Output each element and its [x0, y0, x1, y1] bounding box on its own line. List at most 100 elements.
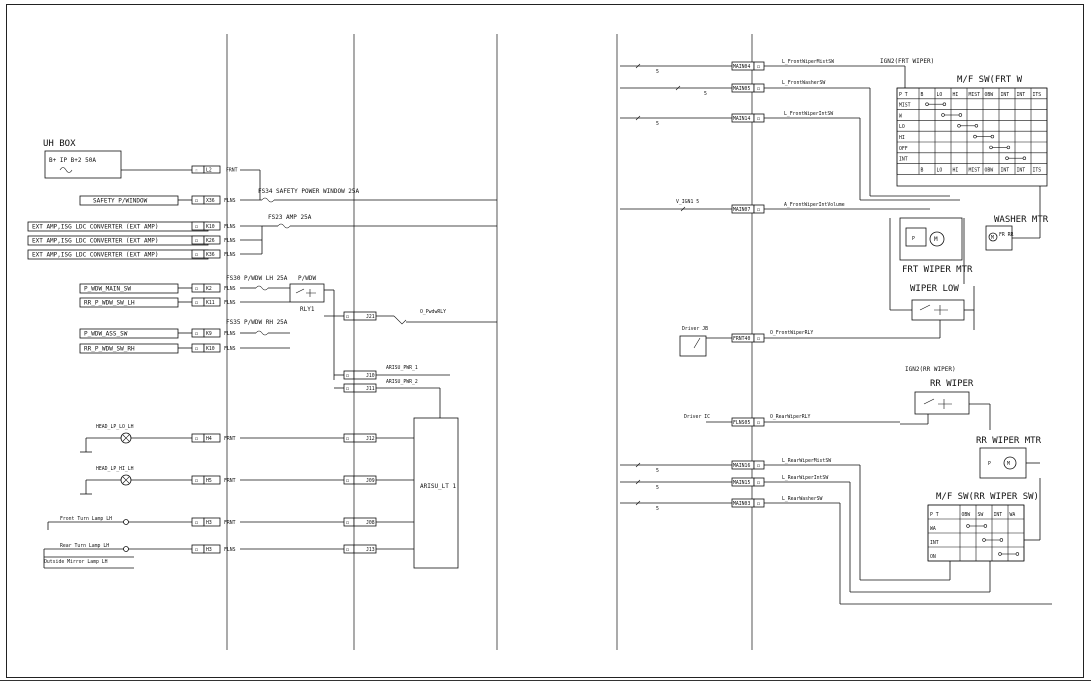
switch-row-label: P_WDW_ASS_SW: [84, 331, 128, 338]
rear-row-num: 5: [656, 485, 659, 491]
svg-text:◻: ◻: [757, 87, 760, 92]
fs30-label: FS30 P/WDW LH 25A: [226, 275, 288, 282]
svg-text:◻: ◻: [195, 301, 198, 306]
arisu-lt-box: [413, 417, 459, 569]
lamp-suffix: FRNT: [224, 520, 236, 526]
switch-row-2: P_WDW_ASS_SW ◻ K9 FLNS: [79, 328, 290, 339]
switch-row-suffix: FLNS: [224, 300, 236, 306]
j21-connector: ◻ J21 O_PwdwRLY: [324, 309, 497, 325]
switch-row-suffix: FLNS: [224, 331, 236, 337]
svg-text:◻: ◻: [757, 208, 760, 213]
flns05-signal: O_RearWiperRLY: [770, 414, 811, 420]
wiper-low-label: WIPER LOW: [910, 284, 959, 294]
table-row-label: MIST: [899, 103, 911, 109]
rr-wiper-label: RR WIPER: [930, 379, 974, 389]
svg-text:◻: ◻: [195, 521, 198, 526]
table-header-cell: INT: [994, 512, 1003, 518]
lamp-connector: H3: [206, 547, 212, 553]
table-header-cell: SW: [978, 512, 984, 518]
table-header-cell: WA: [1010, 512, 1016, 518]
fs23-label: FS23 AMP 25A: [268, 214, 312, 221]
rear-row-signal: L_RearWasherSW: [782, 496, 823, 502]
frt-motor-letter: M: [934, 236, 938, 243]
contact-dot: [1022, 156, 1027, 160]
j10-connector: ◻ J10 ARISU_PWR_1: [334, 365, 450, 380]
contact-dot: [942, 102, 947, 106]
front-row-signal: L_FrontWiperMistSW: [782, 59, 834, 65]
uh-box-group: UH BOX B+ IP B+2 50A ☆ L2 FRNT: [43, 139, 261, 200]
contact-dot: [990, 134, 995, 139]
driver-jb-1-label: Driver JB: [682, 326, 708, 332]
fuse-row-connector: X36: [206, 198, 215, 204]
fs35-label: FS35 P/WDW RH 25A: [226, 319, 288, 326]
switch-row-0: P_WDW_MAIN_SW ◻ K2 FLNS: [79, 283, 290, 294]
rr-wiper-mtr-label: RR WIPER MTR: [976, 436, 1042, 446]
svg-text:◻: ◻: [346, 521, 349, 526]
svg-text:◻: ◻: [195, 287, 198, 292]
svg-text:◻: ◻: [195, 225, 198, 230]
flns05-connector: FLNS05: [733, 420, 750, 426]
l2-pin: L2: [206, 168, 212, 174]
front-row-1: 5 MAIN05 ◻ L_FrontWasherSW: [620, 80, 870, 97]
j21-label: J21: [366, 314, 375, 320]
contact-dot: [941, 113, 945, 117]
j13-label: J13: [366, 547, 375, 553]
svg-text:◻: ◻: [195, 199, 198, 204]
pwdw-label: P/WDW: [298, 275, 316, 282]
table-header-cell: HI: [953, 92, 959, 98]
rr-wiper-relay: [914, 391, 970, 415]
svg-text:◻: ◻: [195, 347, 198, 352]
table-row-label: OFF: [899, 146, 908, 152]
svg-text:◻: ◻: [757, 117, 760, 122]
fuse-row-label: EXT AMP,ISG LDC CONVERTER (EXT AMP): [32, 224, 158, 231]
front-row-signal: L_FrontWasherSW: [782, 80, 825, 86]
j11-connector: ◻ J11 ARISU_PWR_2: [334, 379, 440, 393]
rear-row-num: 5: [656, 506, 659, 512]
mf-frt-title: M/F SW(FRT W: [957, 75, 1023, 85]
fuse-row-suffix: FLNS: [224, 224, 236, 230]
switch-row-connector: K11: [206, 300, 215, 306]
ign2-rr-label: IGN2(RR WIPER): [905, 366, 956, 373]
table-header-cell: LO: [937, 92, 943, 98]
contact-dot: [958, 113, 963, 117]
lamp-label: HEAD_LP_LO_LH: [96, 424, 134, 430]
drawing-frame: [6, 4, 1084, 678]
bottom-rule: [0, 680, 1091, 681]
contact-dot: [1006, 145, 1011, 150]
switch-row-suffix: FLNS: [224, 286, 236, 292]
contact-dot: [983, 524, 988, 528]
svg-text:◻: ◻: [195, 437, 198, 442]
fuse-row-1: EXT AMP,ISG LDC CONVERTER (EXT AMP) ◻ K1…: [27, 221, 262, 232]
fuse-row-connector: K26: [206, 238, 215, 244]
svg-text:◻: ◻: [757, 421, 760, 426]
svg-text:◻: ◻: [757, 65, 760, 70]
rear-row-2: 5 MAIN03 ◻ L_RearWasherSW: [620, 496, 840, 512]
driver-jb-1-box: [679, 335, 707, 357]
table-row-label: HI: [899, 135, 905, 141]
lamp-connector: H5: [206, 478, 212, 484]
switch-row-connector: K9: [206, 331, 212, 337]
svg-text:◻: ◻: [346, 315, 349, 320]
arisu-pwr-1-label: ARISU_PWR_1: [386, 365, 418, 371]
svg-text:◻: ◻: [346, 374, 349, 379]
fuse-row-connector: K36: [206, 252, 215, 258]
table-footer-cell: B: [921, 167, 924, 173]
svg-text:◻: ◻: [346, 548, 349, 553]
contact-dot: [966, 524, 970, 528]
table-header-cell: MIST: [969, 92, 981, 98]
j12-label: J12: [366, 436, 375, 442]
fuse-row-suffix: FLNS: [224, 252, 236, 258]
lamp-suffix: FLNS: [224, 547, 236, 553]
switch-row-label: P_WDW_MAIN_SW: [84, 286, 131, 293]
rear-row-connector: MAIN16: [733, 463, 750, 469]
table-footer-cell: INT: [1017, 167, 1026, 173]
front-row-signal: L_FrontWiperIntSW: [784, 111, 833, 117]
fuse-symbol: [59, 167, 73, 173]
front-row-num: 5: [656, 69, 659, 75]
fuse-row-connector: K10: [206, 224, 215, 230]
fuse-row-label: EXT AMP,ISG LDC CONVERTER (EXT AMP): [32, 252, 158, 259]
rear-row-0: 5 MAIN16 ◻ L_RearWiperMistSW: [620, 458, 860, 474]
lamp-suffix: FRNT: [224, 478, 236, 484]
